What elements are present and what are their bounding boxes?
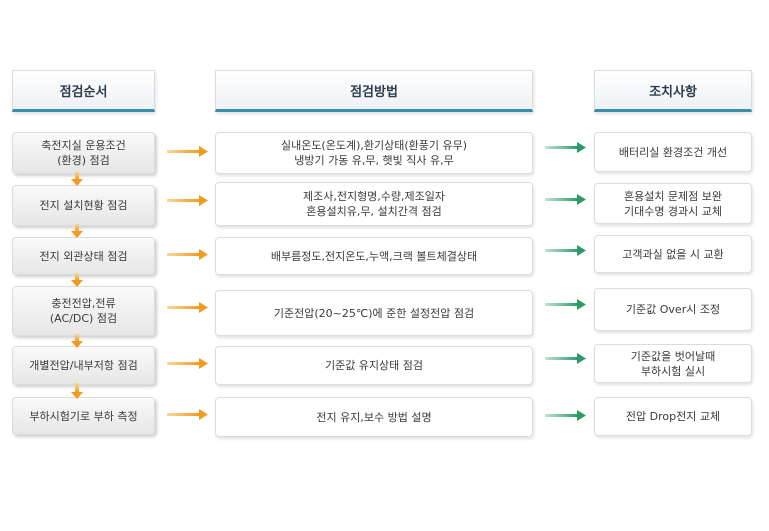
header-corrective-action: 조치사항 <box>594 70 752 112</box>
method-box-2: 제조사,전지형명,수량,제조일자 혼용설치유,무, 설치간격 점검 <box>215 182 533 226</box>
step-box-2: 전지 설치현황 점검 <box>12 185 155 226</box>
arrow-right-green-6 <box>545 410 586 421</box>
arrow-right-green-3 <box>545 245 586 256</box>
action-box-4: 기준값 Over시 조정 <box>594 288 752 331</box>
arrow-right-orange-3 <box>167 249 208 260</box>
arrow-right-green-4 <box>545 299 586 310</box>
method-box-3: 배부름정도,전지온도,누액,크랙 볼트체결상태 <box>215 237 533 275</box>
arrow-right-orange-2 <box>167 195 208 206</box>
action-box-5: 기준값을 벗어날때 부하시험 실시 <box>594 344 752 383</box>
arrow-right-orange-6 <box>167 409 208 420</box>
action-box-1: 배터리실 환경조건 개선 <box>594 132 752 172</box>
step-box-3: 전지 외관상태 점검 <box>12 237 155 275</box>
arrow-right-green-1 <box>545 142 586 153</box>
arrow-right-green-2 <box>545 194 586 205</box>
arrow-down-orange-1 <box>71 172 83 186</box>
method-box-5: 기준값 유지상태 점검 <box>215 346 533 385</box>
arrow-down-orange-2 <box>71 224 83 238</box>
action-box-6: 전압 Drop전지 교체 <box>594 397 752 436</box>
header-inspection-method: 점검방법 <box>215 70 533 112</box>
arrow-right-green-5 <box>545 353 586 364</box>
action-box-2: 혼용설치 문제점 보완 기대수명 경과시 교체 <box>594 183 752 224</box>
method-box-1: 실내온도(온도계),환기상태(환풍기 유무) 냉방기 가동 유,무, 햇빛 직사… <box>215 132 533 174</box>
method-box-4: 기준전압(20~25℃)에 준한 설정전압 점검 <box>215 290 533 336</box>
method-box-6: 전지 유지,보수 방법 설명 <box>215 397 533 437</box>
step-box-4: 충전전압,전류 (AC/DC) 점검 <box>12 286 155 336</box>
arrow-right-orange-1 <box>167 146 208 157</box>
step-box-6: 부하시험기로 부하 측정 <box>12 397 155 435</box>
arrow-right-orange-4 <box>167 302 208 313</box>
header-inspection-order: 점검순서 <box>12 70 155 112</box>
step-box-5: 개별전압/내부저항 점검 <box>12 346 155 385</box>
step-box-1: 축전지실 운용조건 (환경) 점검 <box>12 132 155 174</box>
action-box-3: 고객과실 없을 시 교환 <box>594 235 752 273</box>
arrow-down-orange-3 <box>71 273 83 287</box>
arrow-right-orange-5 <box>167 358 208 369</box>
